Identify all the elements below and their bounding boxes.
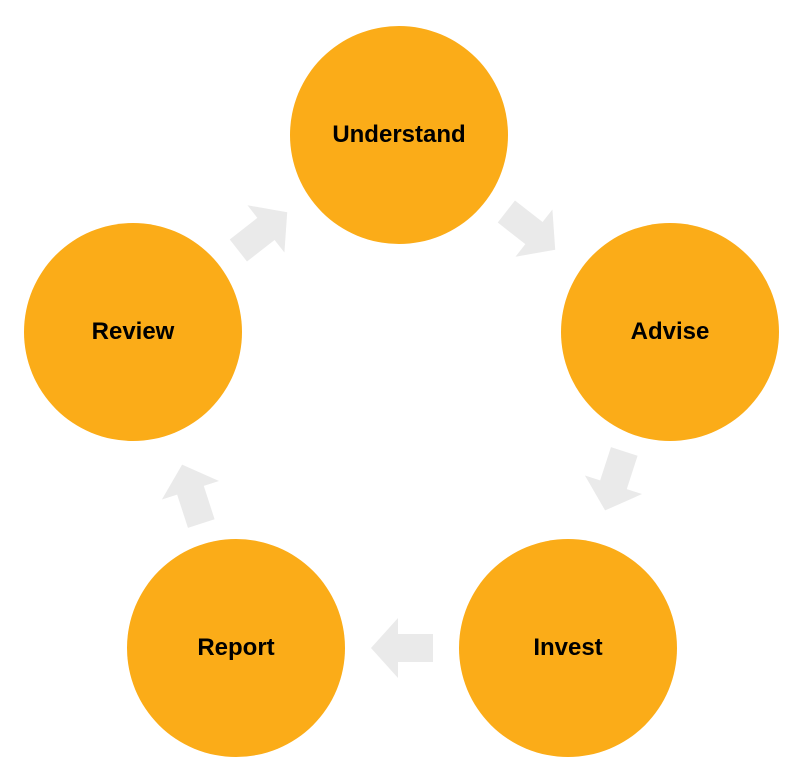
step-label-understand: Understand (332, 121, 466, 148)
arrow-review-to-understand (229, 205, 288, 262)
arrow-advise-to-invest (584, 447, 642, 511)
step-review: Review (24, 223, 242, 441)
arrow-understand-to-advise (497, 200, 556, 257)
step-label-invest: Invest (533, 634, 603, 661)
step-report: Report (127, 539, 345, 757)
step-label-report: Report (197, 634, 275, 661)
step-label-advise: Advise (630, 318, 710, 345)
step-advise: Advise (561, 223, 779, 441)
step-label-review: Review (91, 318, 175, 345)
step-understand: Understand (290, 26, 508, 244)
arrow-invest-to-report (371, 618, 433, 678)
arrow-report-to-review (161, 464, 219, 528)
step-invest: Invest (459, 539, 677, 757)
